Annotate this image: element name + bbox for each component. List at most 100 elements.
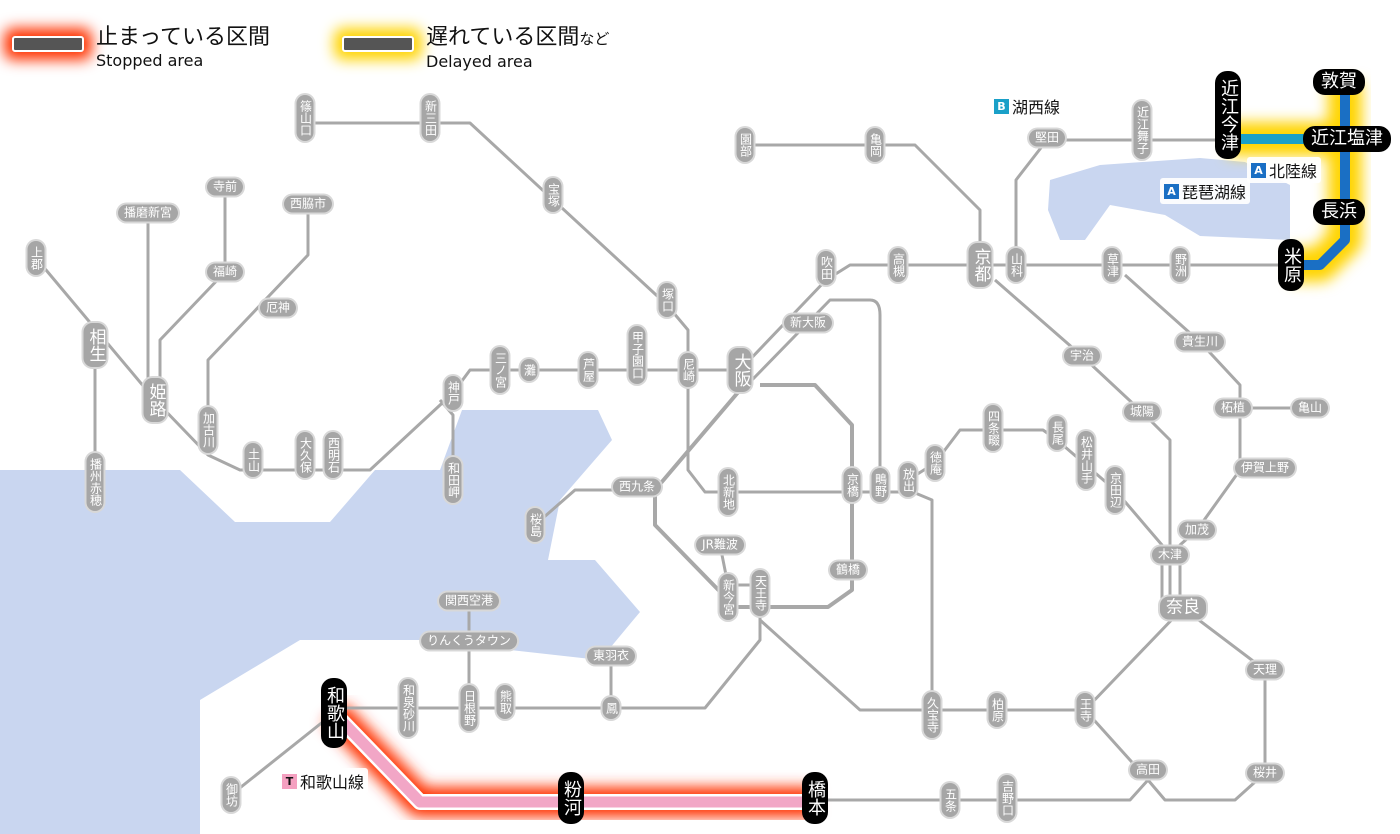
station-label[interactable]: 土山 <box>244 443 262 477</box>
station-label[interactable]: 鳳 <box>602 697 620 719</box>
station-label[interactable]: 京橋 <box>843 468 861 502</box>
station-label[interactable]: 播磨新宮 <box>117 204 179 222</box>
station-label[interactable]: 三ノ宮 <box>491 347 509 393</box>
station-label[interactable]: 上郡 <box>27 241 45 275</box>
station-label[interactable]: JR難波 <box>696 536 744 554</box>
station-label[interactable]: 徳庵 <box>926 446 944 480</box>
stopped-line-fill <box>330 709 815 808</box>
line-yamatoji <box>758 606 1185 712</box>
station-label[interactable]: 福崎 <box>206 263 244 281</box>
station-label[interactable]: 王寺 <box>1076 693 1094 727</box>
station-label[interactable]: 亀岡 <box>866 128 884 162</box>
station-label[interactable]: 新今宮 <box>719 574 737 620</box>
station-label[interactable]: 西脇市 <box>283 195 333 213</box>
station-label[interactable]: 放出 <box>899 463 917 497</box>
station-label[interactable]: 大久保 <box>296 432 314 478</box>
station-label[interactable]: 高田 <box>1129 761 1167 779</box>
station-label[interactable]: 草津 <box>1103 248 1121 282</box>
station-label[interactable]: 鶴橋 <box>829 561 867 579</box>
station-label[interactable]: りんくうタウン <box>421 632 517 650</box>
line-hanwa <box>345 600 762 710</box>
station-label[interactable]: 関西空港 <box>438 592 500 610</box>
station-label[interactable]: 伊賀上野 <box>1234 459 1296 477</box>
station-label[interactable]: 園部 <box>736 128 754 162</box>
station-label[interactable]: 西九条 <box>612 478 662 496</box>
station-label[interactable]: 柘植 <box>1214 399 1252 417</box>
station-label[interactable]: 堅田 <box>1028 129 1066 147</box>
station-label[interactable]: 近江舞子 <box>1133 101 1151 159</box>
station-label[interactable]: 四条畷 <box>984 405 1002 451</box>
station-label[interactable]: 東羽衣 <box>586 647 636 665</box>
station-label[interactable]: 宝塚 <box>544 178 562 212</box>
station-label[interactable]: 貴生川 <box>1175 333 1225 351</box>
legend-stopped-label-en: Stopped area <box>96 51 204 70</box>
line-name: 北陸線 <box>1268 162 1318 181</box>
station-label[interactable]: 松井山手 <box>1077 431 1095 489</box>
legend-stopped-label: 止まっている区間 <box>96 25 271 50</box>
station-label[interactable]: 天王寺 <box>751 570 769 616</box>
station-label[interactable]: 灘 <box>520 359 538 381</box>
station-label[interactable]: 篠山口 <box>296 95 314 141</box>
station-label[interactable]: 尼崎 <box>679 353 697 387</box>
station-delayed-label[interactable]: 敦賀 <box>1313 69 1365 95</box>
station-label[interactable]: 甲子園口 <box>628 326 646 384</box>
station-delayed-label[interactable]: 長浜 <box>1313 199 1365 225</box>
station-label[interactable]: 木津 <box>1151 546 1189 564</box>
station-delayed-label[interactable]: 近江今津 <box>1215 71 1241 159</box>
station-label[interactable]: 北新地 <box>719 469 737 515</box>
station-label[interactable]: 吹田 <box>817 251 835 285</box>
station-label[interactable]: 久宝寺 <box>923 692 941 738</box>
station-label[interactable]: 日根野 <box>460 685 478 731</box>
station-label[interactable]: 塚口 <box>658 283 676 317</box>
station-label[interactable]: 熊取 <box>496 685 514 719</box>
line-fukuchiyama <box>305 121 908 494</box>
station-label[interactable]: 加古川 <box>199 407 217 453</box>
station-label[interactable]: 吉野口 <box>998 775 1016 821</box>
station-label[interactable]: 御坊 <box>222 778 240 812</box>
station-label[interactable]: 鴫野 <box>871 468 889 502</box>
station-label[interactable]: 山科 <box>1007 248 1025 282</box>
station-label[interactable]: 五条 <box>941 783 959 817</box>
station-label[interactable]: 柏原 <box>988 693 1006 727</box>
legend-stopped: 止まっている区間 Stopped area <box>12 24 270 70</box>
station-stopped-label[interactable]: 橋本 <box>802 772 828 824</box>
station-label[interactable]: 野洲 <box>1171 248 1189 282</box>
station-label[interactable]: 新三田 <box>421 95 439 141</box>
station-stopped-label[interactable]: 和歌山 <box>321 678 347 748</box>
station-label[interactable]: 宇治 <box>1063 347 1101 365</box>
station-label[interactable]: 新大阪 <box>783 314 833 332</box>
station-label[interactable]: 厄神 <box>259 299 297 317</box>
station-label[interactable]: 和田岬 <box>444 457 462 503</box>
osaka-bay <box>0 410 640 834</box>
legend-delayed-label-en: Delayed area <box>426 52 533 71</box>
line-wakayama-east <box>815 778 1150 802</box>
station-label[interactable]: 和泉砂川 <box>399 679 417 737</box>
station-label[interactable]: 姫路 <box>143 378 167 422</box>
station-label[interactable]: 桜島 <box>526 508 544 542</box>
station-label[interactable]: 高槻 <box>889 248 907 282</box>
station-stopped-label[interactable]: 粉河 <box>558 772 584 824</box>
station-delayed-label[interactable]: 米原 <box>1278 239 1304 291</box>
station-label[interactable]: 芦屋 <box>579 353 597 387</box>
station-label[interactable]: 播州赤穂 <box>86 453 104 511</box>
station-label[interactable]: 西明石 <box>324 432 342 478</box>
station-label[interactable]: 京都 <box>968 243 992 287</box>
station-label[interactable]: 寺前 <box>206 178 244 196</box>
station-label[interactable]: 奈良 <box>1160 596 1206 620</box>
station-label[interactable]: 天理 <box>1246 661 1284 679</box>
station-label[interactable]: 相生 <box>83 323 107 367</box>
station-label[interactable]: 加茂 <box>1178 521 1216 539</box>
station-label[interactable]: 長尾 <box>1048 416 1066 450</box>
station-label[interactable]: 亀山 <box>1291 399 1329 417</box>
station-label[interactable]: 大阪 <box>728 348 752 392</box>
station-delayed-label[interactable]: 近江塩津 <box>1303 126 1391 152</box>
line-loop <box>653 383 854 609</box>
station-label[interactable]: 桜井 <box>1246 764 1284 782</box>
station-label[interactable]: 神戸 <box>444 376 462 410</box>
station-label[interactable]: 京田辺 <box>1106 467 1124 513</box>
station-label[interactable]: 城陽 <box>1123 403 1161 421</box>
